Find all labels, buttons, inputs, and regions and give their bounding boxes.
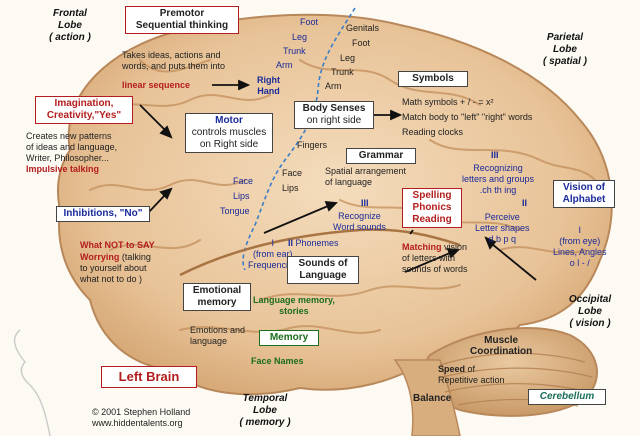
body-senses-title: Body Senses bbox=[302, 103, 366, 114]
language-memory-label: Language memory, stories bbox=[253, 295, 335, 316]
spatial-arrangement-label: Spatial arrangement of language bbox=[325, 166, 407, 187]
creates-patterns-label: Creates new patterns of ideas and langua… bbox=[26, 131, 118, 163]
matching-description: vision of letters with sounds of words bbox=[402, 242, 468, 274]
frontal-lobe-label: Frontal Lobe ( action ) bbox=[49, 8, 91, 43]
recognize-roman-three: III bbox=[361, 198, 369, 208]
motor-arm-label: Arm bbox=[276, 60, 293, 70]
reading-clocks-label: Reading clocks bbox=[402, 127, 464, 137]
central-sulcus bbox=[242, 7, 356, 271]
phonemes-label: II Phonemes bbox=[288, 238, 339, 249]
muscle-coordination-label: Muscle Coordination bbox=[470, 335, 533, 357]
spelling-phonics-reading-box: Spelling Phonics Reading bbox=[402, 188, 462, 228]
motor-tongue-label: Tongue bbox=[220, 206, 250, 216]
sensory-trunk-label: Trunk bbox=[331, 67, 354, 77]
emotions-language-label: Emotions and language bbox=[190, 325, 246, 346]
sensory-face-label: Face bbox=[282, 168, 303, 178]
from-ear-frequencies-label: I (from ear) Frequencies bbox=[248, 238, 298, 270]
sensory-arm-label: Arm bbox=[325, 81, 342, 91]
recognizing-letters-label: Recognizing letters and groups .ch th in… bbox=[462, 163, 535, 195]
vision-of-alphabet-box: Vision of Alphabet bbox=[553, 180, 615, 208]
imagination-box: Imagination, Creativity,"Yes" bbox=[35, 96, 133, 124]
motor-trunk-label: Trunk bbox=[283, 46, 306, 56]
motor-title: Motor bbox=[215, 115, 243, 126]
emotional-memory-box: Emotional memory bbox=[183, 283, 251, 311]
worrying-label: Worrying (talking to yourself about what… bbox=[80, 252, 151, 285]
speed-label: Speed of Repetitive action bbox=[438, 364, 505, 386]
face-names-label: Face Names bbox=[251, 356, 304, 366]
occipital-lobe-label: Occipital Lobe ( vision ) bbox=[568, 294, 612, 329]
matching-label: Matching vision of letters with sounds o… bbox=[402, 242, 468, 275]
sensory-foot-label: Foot bbox=[352, 38, 371, 48]
worrying-description: (talking to yourself about what not to d… bbox=[80, 252, 151, 284]
left-brain-box: Left Brain bbox=[101, 366, 197, 388]
phonemes-text: Phonemes bbox=[293, 238, 339, 248]
motor-lips-label: Lips bbox=[233, 191, 250, 201]
matching-word: Matching bbox=[402, 242, 442, 252]
perceive-roman-two: II bbox=[522, 198, 528, 208]
sensory-leg-label: Leg bbox=[340, 53, 356, 63]
motor-description: controls muscles on Right side bbox=[191, 127, 267, 150]
premotor-box: Premotor Sequential thinking bbox=[125, 6, 239, 34]
from-eye-label: I (from eye) Lines, Angles o l - / bbox=[553, 225, 607, 268]
memory-box: Memory bbox=[259, 330, 319, 346]
linear-sequence-label: linear sequence bbox=[122, 80, 191, 90]
speed-description: of Repetitive action bbox=[438, 364, 505, 385]
temporal-lobe-label: Temporal Lobe ( memory ) bbox=[239, 393, 291, 428]
motor-leg-label: Leg bbox=[292, 32, 308, 42]
inhibitions-box: Inhibitions, "No" bbox=[56, 206, 150, 222]
fingers-label: Fingers bbox=[297, 140, 328, 150]
cerebellum-box: Cerebellum bbox=[528, 389, 606, 405]
worrying-word: Worrying bbox=[80, 252, 120, 262]
lateral-fissure bbox=[179, 228, 461, 277]
right-hand-label: Right Hand bbox=[257, 75, 280, 96]
perceive-letter-shapes-label: Perceive Letter shapes d b p q bbox=[475, 212, 530, 244]
what-not-to-say-label: What NOT to SAY bbox=[80, 240, 155, 250]
recognizing-roman-three: III bbox=[491, 150, 499, 160]
motor-foot-label: Foot bbox=[300, 17, 319, 27]
motor-face-label: Face bbox=[233, 176, 254, 186]
balance-label: Balance bbox=[413, 393, 452, 404]
sounds-of-language-box: Sounds of Language bbox=[287, 256, 359, 284]
parietal-lobe-label: Parietal Lobe ( spatial ) bbox=[543, 32, 587, 67]
grammar-box: Grammar bbox=[346, 148, 416, 164]
math-symbols-label: Math symbols + / - = x² bbox=[402, 97, 494, 107]
sensory-lips-label: Lips bbox=[282, 183, 299, 193]
impulsive-talking-label: Impulsive talking bbox=[26, 164, 100, 174]
motor-box: Motor controls muscles on Right side bbox=[185, 113, 273, 153]
face-profile bbox=[13, 329, 51, 436]
match-body-label: Match body to "left" "right" words bbox=[402, 112, 533, 122]
brainstem-shape bbox=[393, 359, 461, 436]
copyright-label: © 2001 Stephen Holland www.hiddentalents… bbox=[92, 407, 191, 428]
symbols-box: Symbols bbox=[398, 71, 468, 87]
body-senses-box: Body Senses on right side bbox=[294, 101, 374, 129]
sensory-genitals-label: Genitals bbox=[346, 23, 380, 33]
speed-word: Speed bbox=[438, 364, 466, 374]
body-senses-description: on right side bbox=[306, 115, 362, 126]
recognize-word-sounds-label: Recognize Word sounds bbox=[333, 211, 386, 232]
phonemes-roman-two: II bbox=[288, 238, 294, 248]
premotor-description: Takes ideas, actions and words, and puts… bbox=[122, 50, 226, 71]
